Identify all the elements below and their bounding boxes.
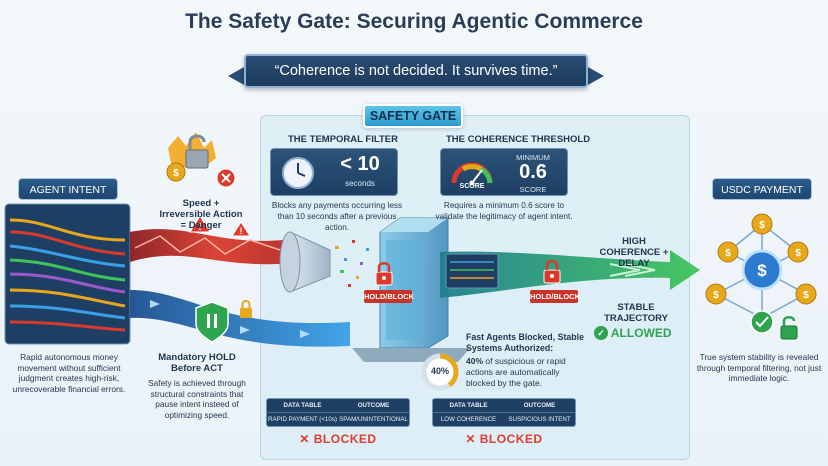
high-coherence-label: HIGH COHERENCE + DELAY bbox=[599, 236, 669, 269]
usdc-description: True system stability is revealed throug… bbox=[696, 352, 822, 383]
temporal-blocked-result: ✕ BLOCKED bbox=[266, 432, 410, 446]
temporal-filter-heading: THE TEMPORAL FILTER bbox=[288, 134, 398, 145]
coherence-threshold-heading: THE COHERENCE THRESHOLD bbox=[446, 134, 591, 145]
table-row: DATA TABLE OUTCOME bbox=[433, 399, 575, 413]
coherence-min-label: MINIMUM bbox=[516, 153, 550, 162]
percent-donut bbox=[421, 353, 459, 391]
fast-agents-heading: Fast Agents Blocked, Stable Systems Auth… bbox=[466, 332, 584, 353]
fast-agents-percent: 40% bbox=[466, 356, 484, 366]
coherence-unit: SCORE bbox=[519, 185, 547, 194]
stable-trajectory-label: STABLE TRAJECTORY bbox=[604, 302, 668, 324]
quote-ribbon-left bbox=[228, 66, 246, 86]
temporal-value: < 10 bbox=[340, 153, 380, 175]
temporal-data-table: DATA TABLE OUTCOME RAPID PAYMENT (<10s) … bbox=[266, 398, 410, 427]
hold-block-left: HOLD/BLOCK bbox=[364, 290, 414, 303]
coherence-value: 0.6 bbox=[519, 161, 547, 183]
svg-text:$: $ bbox=[725, 248, 731, 259]
table-row: LOW COHERENCE (<0.6) SUSPICIOUS INTENT bbox=[433, 413, 575, 437]
table-row: RAPID PAYMENT (<10s) SPAM/UNINTENTIONAL bbox=[267, 413, 409, 427]
coherence-threshold-box: SCORE MINIMUM 0.6 SCORE bbox=[440, 148, 568, 196]
allowed-label: ALLOWED bbox=[610, 326, 672, 340]
quote-banner: “Coherence is not decided. It survives t… bbox=[244, 54, 588, 88]
gauge-icon bbox=[451, 162, 493, 186]
coherence-blocked-label: BLOCKED bbox=[479, 432, 543, 446]
svg-text:!: ! bbox=[240, 226, 243, 236]
allowed-status: ✓ ALLOWED bbox=[594, 326, 684, 340]
check-circle-icon: ✓ bbox=[594, 326, 608, 340]
table-header-outcome: OUTCOME bbox=[357, 402, 390, 409]
temporal-blocked-label: BLOCKED bbox=[313, 432, 377, 446]
x-icon: ✕ bbox=[465, 432, 480, 446]
svg-text:$: $ bbox=[795, 248, 801, 259]
table-cell-outcome: SPAM/UNINTENTIONAL bbox=[339, 416, 408, 423]
table-header-data: DATA TABLE bbox=[283, 402, 322, 409]
svg-text:$: $ bbox=[713, 290, 719, 301]
hold-description: Safety is achieved through structural co… bbox=[148, 378, 246, 420]
usdc-payment-label: USDC PAYMENT bbox=[712, 178, 812, 200]
danger-heading: Speed + Irreversible Action = Danger bbox=[159, 198, 243, 231]
fast-agents-text: 40% of suspicious or rapid actions are a… bbox=[466, 356, 584, 389]
svg-text:$: $ bbox=[803, 290, 809, 301]
coherence-threshold-description: Requires a minimum 0.6 score to validate… bbox=[435, 201, 573, 221]
fast-agents-body: of suspicious or rapid actions are autom… bbox=[466, 356, 566, 388]
hold-block-right: HOLD/BLOCK bbox=[530, 290, 580, 303]
agent-intent-label: AGENT INTENT bbox=[18, 178, 118, 200]
svg-text:$: $ bbox=[759, 220, 765, 231]
temporal-unit: seconds bbox=[345, 179, 375, 188]
x-icon: ✕ bbox=[299, 432, 314, 446]
page-title: The Safety Gate: Securing Agentic Commer… bbox=[185, 10, 643, 33]
clock-icon bbox=[282, 157, 314, 189]
temporal-filter-box: < 10 seconds bbox=[270, 148, 398, 196]
safety-gate-label: SAFETY GATE bbox=[363, 104, 463, 128]
coherence-data-table: DATA TABLE OUTCOME LOW COHERENCE (<0.6) … bbox=[432, 398, 576, 437]
table-cell-outcome: SUSPICIOUS INTENT bbox=[508, 416, 571, 423]
svg-text:$: $ bbox=[173, 168, 179, 179]
svg-text:!: ! bbox=[198, 222, 201, 233]
table-row: DATA TABLE OUTCOME bbox=[267, 399, 409, 413]
table-cell-input: RAPID PAYMENT (<10s) bbox=[268, 416, 337, 423]
gauge-label: SCORE bbox=[459, 183, 485, 190]
temporal-filter-description: Blocks any payments occurring less than … bbox=[271, 201, 403, 232]
svg-text:$: $ bbox=[757, 261, 767, 280]
percent-donut-label: 40% bbox=[430, 366, 449, 376]
table-header-outcome: OUTCOME bbox=[523, 402, 556, 409]
table-header-data: DATA TABLE bbox=[449, 402, 488, 409]
hold-heading: Mandatory HOLD Before ACT bbox=[158, 352, 236, 374]
agent-intent-description: Rapid autonomous money movement without … bbox=[12, 352, 126, 394]
table-cell-input: LOW COHERENCE (<0.6) bbox=[440, 416, 497, 437]
quote-ribbon-right bbox=[586, 66, 604, 86]
coherence-blocked-result: ✕ BLOCKED bbox=[432, 432, 576, 446]
